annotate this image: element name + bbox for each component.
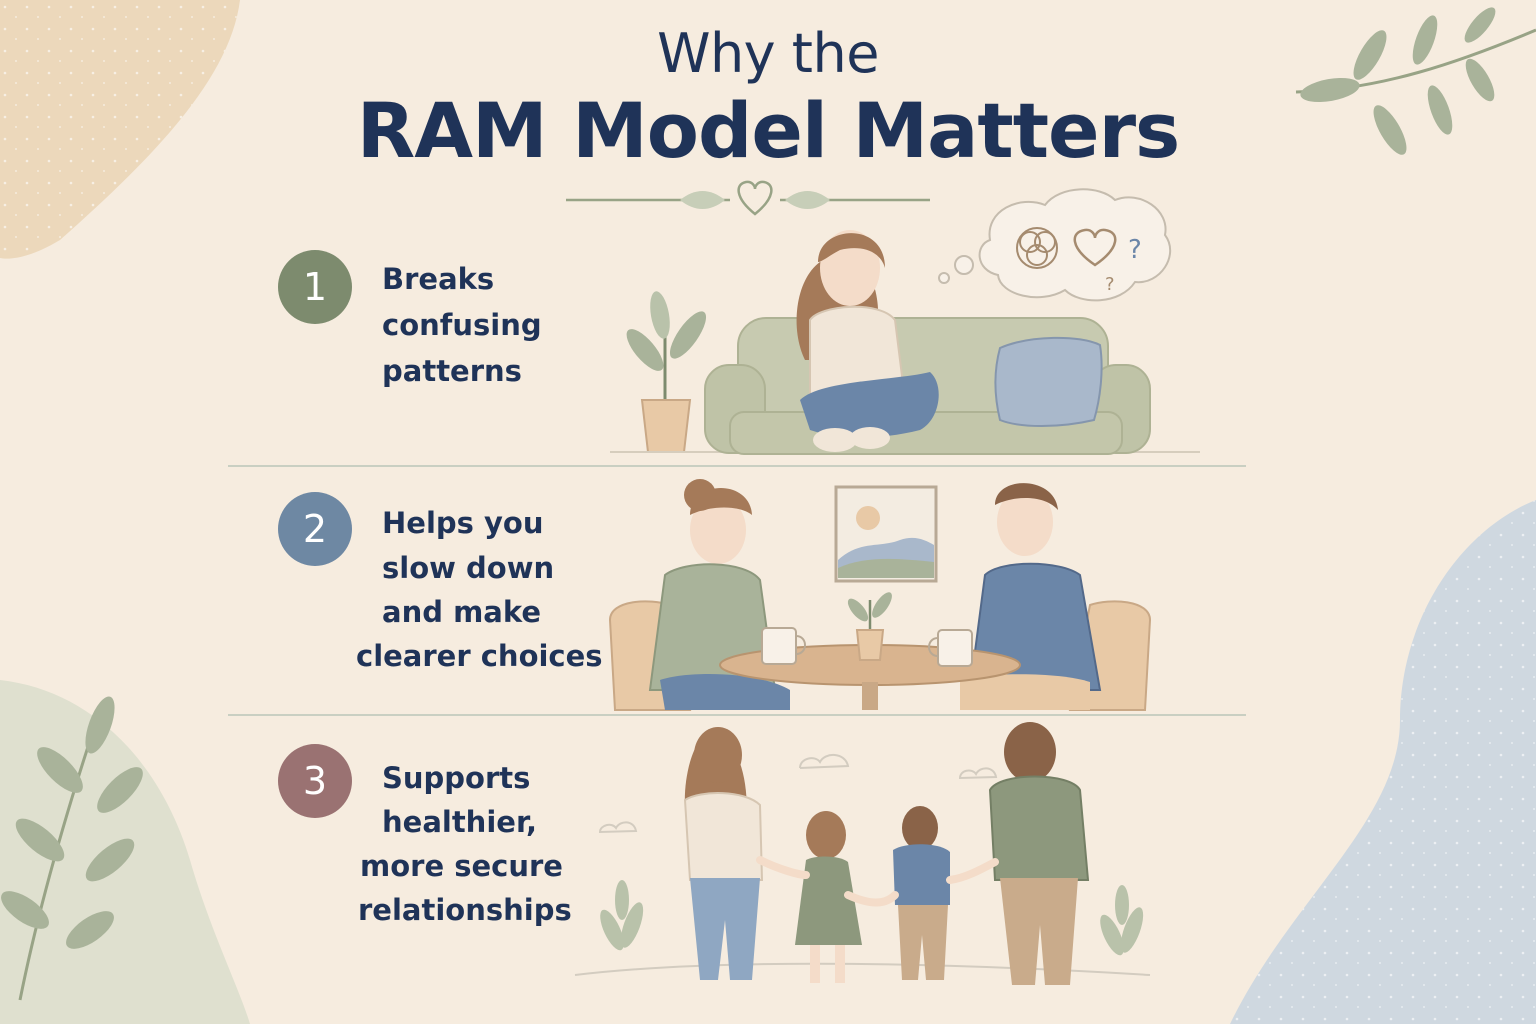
- benefit-item-2: 2 Helps you slow down and make clearer c…: [278, 492, 608, 673]
- cloud-icon: [598, 754, 998, 834]
- section-divider-1: [228, 465, 1246, 467]
- page-title-line-1: Why the: [657, 22, 879, 85]
- thought-bubble-icon: ? ?: [938, 188, 1172, 302]
- benefit-label-3-line-3: more secure: [360, 849, 563, 883]
- benefit-label-1-line-1: Breaks: [382, 262, 495, 296]
- heart-divider-ornament-icon: [566, 180, 930, 216]
- number-badge-2: 2: [278, 492, 352, 566]
- question-mark-2: ?: [1105, 274, 1115, 295]
- benefit-item-1: 1 Breaks confusing patterns: [278, 250, 608, 430]
- number-badge-1: 1: [278, 250, 352, 324]
- small-plant-icon: [600, 880, 644, 951]
- table-plant-icon: [847, 592, 892, 661]
- potted-plant-icon: [626, 291, 707, 453]
- woman-on-sofa-illustration: ? ?: [610, 188, 1200, 455]
- number-badge-3: 3: [278, 744, 352, 818]
- page-title-line-2: RAM Model Matters: [356, 86, 1181, 175]
- benefit-label-2-line-3: and make: [382, 595, 542, 629]
- question-mark-1: ?: [1128, 235, 1142, 265]
- benefit-label-2-line-1: Helps you: [382, 506, 544, 540]
- coffee-mug-icon: [761, 627, 806, 665]
- benefit-label-3-line-2: healthier,: [382, 805, 537, 839]
- couple-at-table-illustration: [608, 479, 1152, 711]
- benefit-label-2-line-2: slow down: [382, 551, 555, 585]
- section-divider-2: [228, 714, 1246, 716]
- family-walking-illustration: [574, 722, 1151, 985]
- benefit-item-3: 3 Supports healthier, more secure relati…: [278, 744, 608, 927]
- benefit-label-1-line-2: confusing: [382, 308, 542, 342]
- wall-picture-icon: [834, 485, 938, 583]
- benefit-label-3-line-4: relationships: [358, 893, 572, 927]
- leaf-branch-top-right-icon: [1295, 7, 1536, 155]
- benefit-label-2-line-4: clearer choices: [356, 639, 603, 673]
- coffee-mug-icon: [928, 629, 973, 667]
- benefit-label-3-line-1: Supports: [382, 761, 531, 795]
- small-plant-icon: [1100, 885, 1144, 956]
- leaf-branch-bottom-left-icon: [1, 696, 143, 1001]
- benefit-label-1-line-3: patterns: [382, 354, 522, 388]
